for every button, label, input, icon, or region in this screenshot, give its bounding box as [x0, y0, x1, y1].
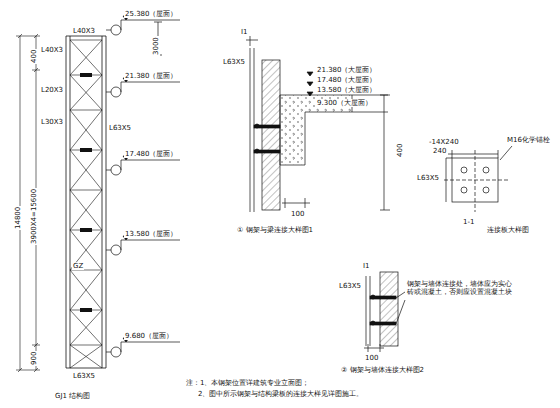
drawing-title: GJ1 结构图 — [54, 392, 91, 400]
section-mark: I1 — [240, 28, 249, 36]
member-label: L40X3 — [72, 27, 96, 35]
member-label: L63X5 — [338, 282, 362, 290]
dimension: 400 — [30, 49, 38, 64]
dimension: 3000 — [152, 36, 160, 56]
dimension: 240 — [432, 147, 447, 155]
plate-detail — [444, 146, 512, 212]
elevation-label: 21.380（大屋面） — [316, 66, 378, 74]
member-label: GZ — [72, 262, 84, 270]
section-title: 1-1 — [462, 218, 475, 226]
dimension: 100 — [364, 354, 379, 362]
plate-label: -14X240 — [428, 138, 460, 146]
member-label: L30X3 — [40, 118, 64, 126]
note: 2、图中所示钢架与结构梁板的连接大样见详图施工。 — [197, 390, 364, 398]
dimension: 400 — [396, 143, 404, 158]
elevation-label: 17.480（屋面） — [124, 150, 179, 158]
detail-title: ① 钢架与梁连接大样图1 — [236, 226, 314, 234]
member-label: L63X5 — [108, 124, 132, 132]
beam-detail — [244, 36, 390, 231]
dimension-lines — [16, 34, 40, 372]
elevation-label: 17.480（大屋面） — [316, 76, 378, 84]
member-label: L63X5 — [416, 174, 440, 182]
dimension: 3900X4=15600 — [30, 188, 38, 245]
section-title: 连接板大样图 — [486, 226, 530, 234]
elevation-label: 13.580（屋面） — [124, 230, 179, 238]
elevation-label: 25.380（屋面） — [124, 10, 179, 18]
dimension: 14800 — [14, 206, 22, 230]
elevation-markers — [106, 16, 180, 357]
member-label: L63X5 — [72, 372, 96, 380]
detail-title: ② 钢架与墙体连接大样图2 — [340, 366, 425, 374]
elevation-label: 13.580（大屋面） — [316, 86, 378, 94]
elevation-label: 9.300（大屋面） — [316, 99, 373, 107]
truss-column — [66, 36, 106, 368]
dimension: 100 — [290, 210, 305, 218]
wall-detail — [364, 272, 405, 352]
member-label: L20X3 — [40, 86, 64, 94]
section-mark: I1 — [362, 262, 371, 270]
elevation-label: 9.680（屋面） — [124, 332, 174, 340]
note: 钢架与墙体连接处，墙体应为实心砖或混凝土，否则应设置混凝土块 — [406, 280, 516, 296]
dimension: 900 — [30, 351, 38, 366]
elevation-label: 21.380（屋面） — [124, 72, 179, 80]
member-label: L40X3 — [40, 46, 64, 54]
note: 注：1、本钢架位置详建筑专业立面图； — [185, 379, 310, 387]
member-label: L63X5 — [222, 58, 246, 66]
bolt-label: M16化学锚栓 — [506, 136, 551, 144]
